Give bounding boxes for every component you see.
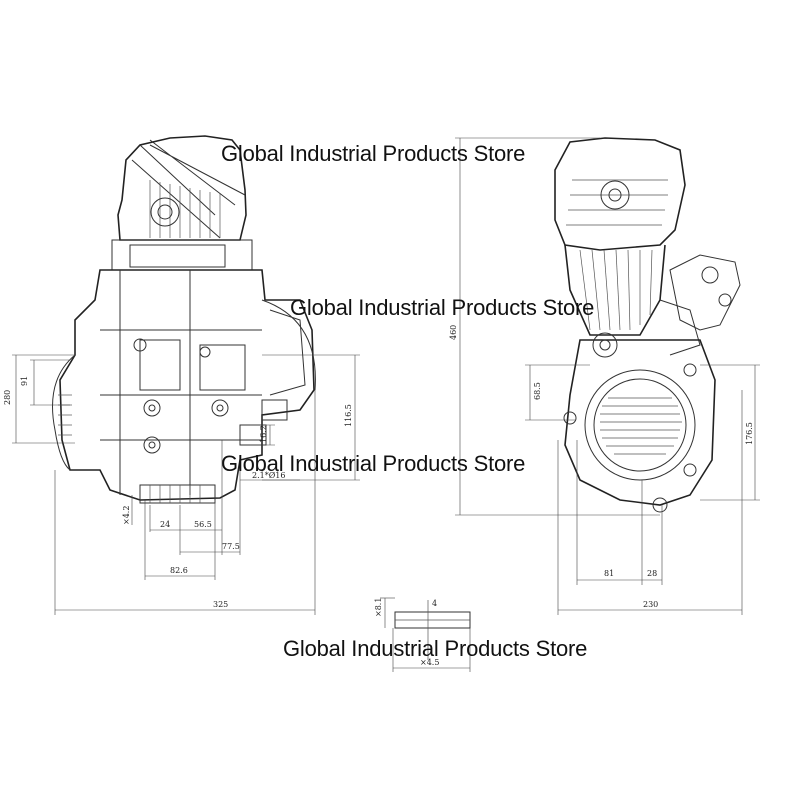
dim-left-116-5: 116.5 bbox=[344, 404, 353, 427]
right-engine-view bbox=[554, 137, 741, 513]
dim-left-77-5: 77.5 bbox=[222, 542, 240, 551]
watermark-text-4: Global Industrial Products Store bbox=[283, 636, 588, 661]
shaft-detail-view bbox=[380, 597, 471, 672]
dim-left-280: 280 bbox=[3, 390, 12, 405]
dim-right-68-5: 68.5 bbox=[533, 382, 542, 400]
dim-left-56-5: 56.5 bbox=[194, 520, 212, 529]
dim-left-91: 91 bbox=[20, 376, 29, 386]
dim-left-16-2: 16.2 bbox=[259, 425, 268, 443]
dim-shaft-dia-8-1: ×8.1 bbox=[374, 598, 383, 617]
dim-right-176-5: 176.5 bbox=[745, 422, 754, 445]
dim-left-spline: 2.1*Ø16 bbox=[252, 471, 285, 480]
dim-left-82-6: 82.6 bbox=[170, 566, 188, 575]
left-engine-view bbox=[52, 135, 316, 504]
dim-right-28: 28 bbox=[647, 569, 657, 578]
right-view-dimension-lines bbox=[455, 137, 760, 615]
dim-shaft-4: 4 bbox=[432, 599, 437, 608]
dim-left-dia-4-2: ×4.2 bbox=[122, 506, 131, 525]
watermark-text-1: Global Industrial Products Store bbox=[221, 141, 526, 166]
dim-left-24: 24 bbox=[160, 520, 170, 529]
left-view-dimension-lines bbox=[12, 354, 360, 615]
dim-right-460: 460 bbox=[449, 325, 458, 340]
dim-right-81: 81 bbox=[604, 569, 614, 578]
dim-shaft-dia-4-5: ×4.5 bbox=[420, 658, 439, 667]
dim-left-325: 325 bbox=[213, 600, 228, 609]
dim-right-230: 230 bbox=[643, 600, 658, 609]
watermark-text-2: Global Industrial Products Store bbox=[290, 295, 595, 320]
watermark-text-3: Global Industrial Products Store bbox=[221, 451, 526, 476]
